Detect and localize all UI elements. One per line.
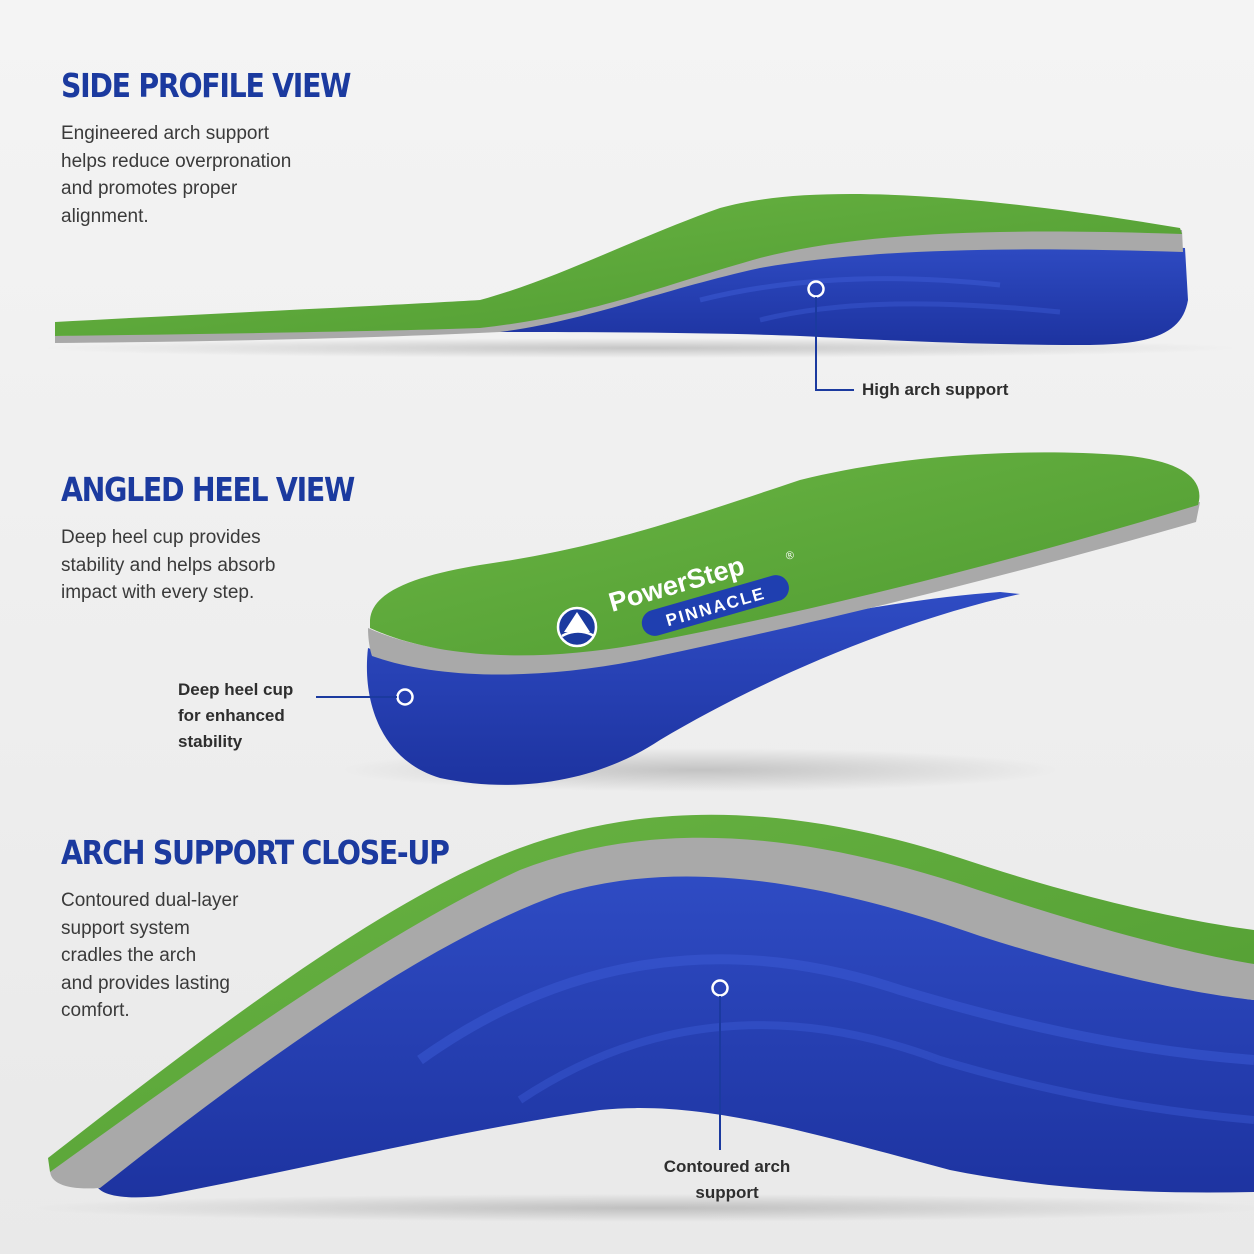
section-arch-closeup: ARCH SUPPORT CLOSE-UP Contoured dual-lay… bbox=[61, 833, 481, 1025]
powerstep-logo bbox=[556, 606, 598, 648]
callout-heel-cup: Deep heel cup for enhanced stability bbox=[178, 677, 293, 755]
insole-angled-heel: PowerStep ® PINNACLE bbox=[340, 452, 1200, 792]
heading-arch-closeup: ARCH SUPPORT CLOSE-UP bbox=[61, 833, 450, 872]
section-angled-heel: ANGLED HEEL VIEW Deep heel cup provides … bbox=[61, 470, 481, 607]
callout-line-high-arch bbox=[807, 280, 854, 391]
callout-high-arch: High arch support bbox=[862, 380, 1009, 399]
callout-line-heel-cup bbox=[316, 688, 414, 706]
callout-contoured-arch: Contoured arch support bbox=[663, 1157, 791, 1202]
description-arch-closeup: Contoured dual-layer support system crad… bbox=[61, 890, 239, 1022]
callout-heel-cup-line1: Deep heel cup bbox=[178, 680, 294, 699]
section-side-profile: SIDE PROFILE VIEW Engineered arch suppor… bbox=[61, 66, 481, 230]
heading-angled-heel: ANGLED HEEL VIEW bbox=[61, 470, 355, 509]
description-side-profile: Engineered arch support helps reduce ove… bbox=[61, 123, 292, 227]
insole-arch-closeup bbox=[30, 814, 1254, 1222]
callout-line-contoured-arch bbox=[711, 979, 729, 1150]
model-badge bbox=[641, 575, 789, 636]
insole-side-profile bbox=[40, 194, 1240, 358]
callout-heel-cup-line3: stability bbox=[178, 732, 243, 751]
registered-mark: ® bbox=[785, 549, 796, 563]
callout-heel-cup-line2: for enhanced bbox=[178, 703, 293, 729]
callout-heel-cup-enhanced: enhanced bbox=[200, 706, 285, 725]
description-angled-heel: Deep heel cup provides stability and hel… bbox=[61, 527, 276, 604]
callout-heel-cup-for: for bbox=[178, 706, 201, 725]
heading-side-profile: SIDE PROFILE VIEW bbox=[61, 66, 351, 105]
